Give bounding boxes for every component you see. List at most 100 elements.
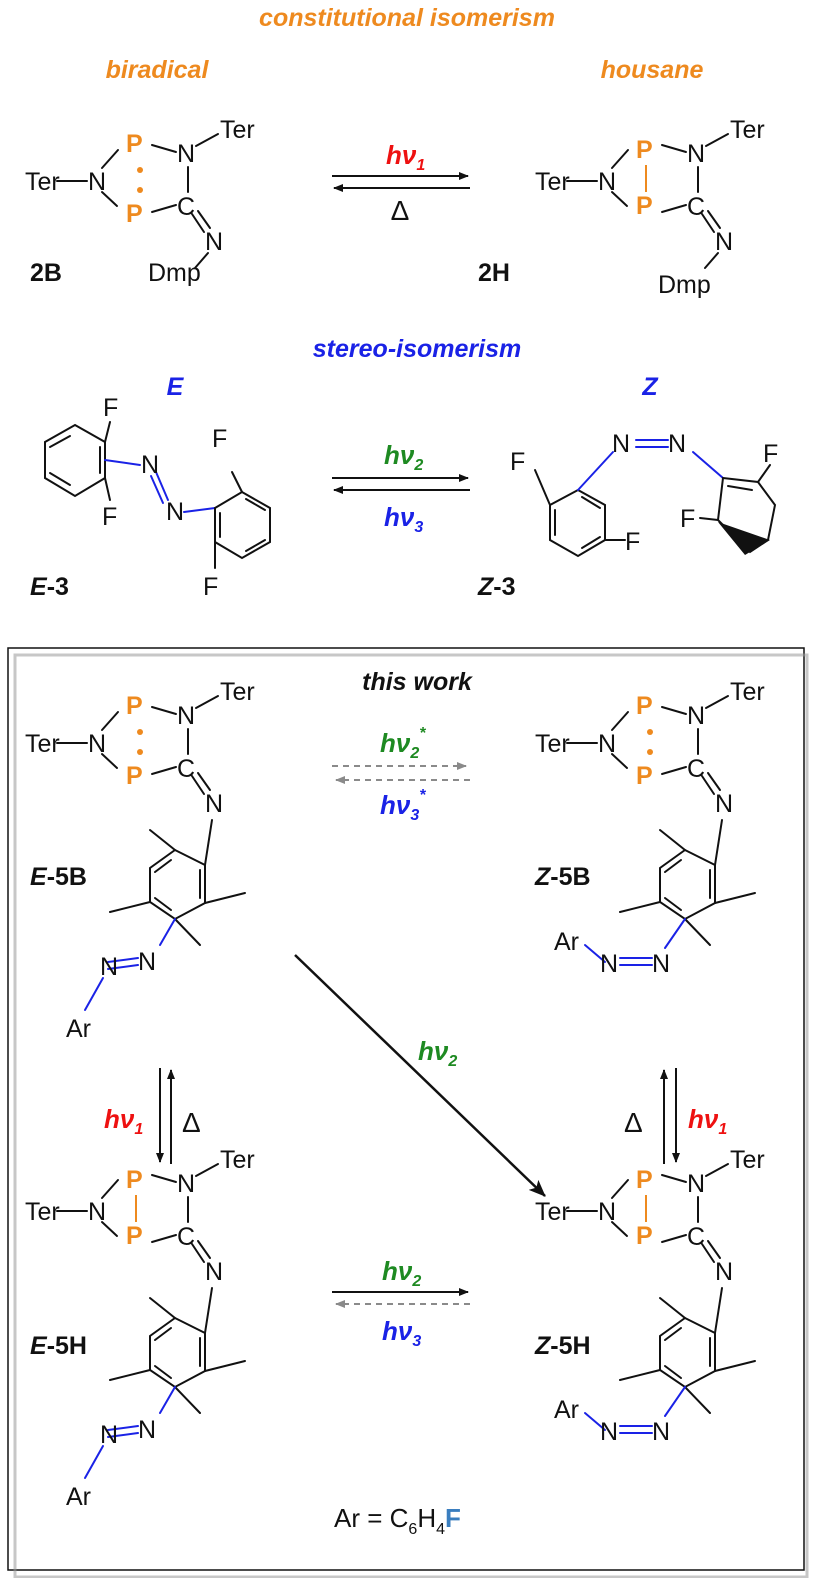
atom-label: F — [102, 503, 117, 531]
atom-label: P — [126, 762, 143, 790]
atom-label: Ter — [730, 1146, 765, 1174]
atom-label: N — [141, 451, 159, 479]
atom-label: N — [205, 1258, 223, 1286]
atom-label: N — [598, 1198, 616, 1226]
this-work-frame — [7, 647, 805, 1571]
condition-hv2: hν2 — [384, 440, 423, 474]
condition-hv1: hν1 — [386, 140, 425, 174]
condition-hv2: hν2 — [418, 1036, 457, 1070]
atom-label: P — [636, 192, 653, 220]
footnote-ar-definition: Ar = C6H4F — [334, 1503, 461, 1538]
atom-label: F — [103, 394, 118, 422]
atom-label: Dmp — [658, 271, 711, 299]
atom-label: Ar — [66, 1483, 91, 1511]
atom-label: C — [177, 1223, 195, 1251]
atom-label: C — [687, 1223, 705, 1251]
compound-label-2B: 2B — [30, 259, 62, 287]
atom-label: C — [177, 755, 195, 783]
atom-label: N — [138, 1416, 156, 1444]
atom-label: F — [203, 573, 218, 601]
condition-hv1: hν1 — [688, 1104, 727, 1138]
atom-label: N — [687, 1170, 705, 1198]
condition-delta: Δ — [391, 195, 410, 226]
atom-label: N — [138, 948, 156, 976]
compound-label-E-5B: E-5B — [30, 863, 87, 891]
heading-this-work: this work — [362, 668, 473, 696]
atom-label: P — [126, 1166, 143, 1194]
atom-label: N — [715, 1258, 733, 1286]
heading-constitutional: constitutional isomerism — [259, 4, 555, 32]
compound-label-2H: 2H — [478, 259, 510, 287]
molecule-2B: Ter N P P N C Ter N Dmp — [25, 116, 255, 287]
condition-delta: Δ — [624, 1107, 643, 1138]
equilibrium-5H: hν2 hν3 — [332, 1256, 470, 1350]
atom-label: N — [166, 498, 184, 526]
molecule-Z-5B: Ter N P P N C Ter N — [535, 678, 765, 818]
compound-label-E-3: E-3 — [30, 573, 69, 601]
atom-label: N — [598, 730, 616, 758]
condition-hv1: hν1 — [104, 1104, 143, 1138]
compound-label-E-5H: E-5H — [30, 1332, 87, 1360]
atom-label: N — [600, 1418, 618, 1446]
condition-hv2: hν2 — [382, 1256, 421, 1290]
arene-E-5H: N N Ar — [66, 1287, 246, 1511]
atom-label: C — [177, 193, 195, 221]
atom-label: N — [668, 430, 686, 458]
condition-hv3-star: hν3* — [380, 787, 426, 824]
atom-label: N — [687, 140, 705, 168]
atom-label: N — [652, 1418, 670, 1446]
atom-label: N — [100, 953, 118, 981]
molecule-E-3: F F N N F F — [44, 394, 271, 601]
atom-label: F — [212, 425, 227, 453]
atom-label: N — [205, 228, 223, 256]
atom-label: P — [636, 692, 653, 720]
compound-label-Z-5H: Z-5H — [534, 1332, 591, 1360]
atom-label: P — [126, 200, 143, 228]
atom-label: Ter — [220, 678, 255, 706]
atom-label: N — [612, 430, 630, 458]
atom-label: P — [636, 136, 653, 164]
arene-Z-5H: N N Ar — [554, 1287, 756, 1446]
atom-label: Ar — [66, 1015, 91, 1043]
heading-housane: housane — [601, 56, 704, 84]
molecule-2H: Ter N P P N C Ter N Dmp — [535, 116, 765, 299]
atom-label: C — [687, 755, 705, 783]
atom-label: N — [100, 1421, 118, 1449]
arene-E-5B: N N Ar — [66, 819, 246, 1043]
condition-hv2-star: hν2* — [380, 725, 426, 762]
atom-label: F — [680, 505, 695, 533]
atom-label: C — [687, 193, 705, 221]
atom-label: Ter — [535, 168, 570, 196]
atom-label: N — [88, 730, 106, 758]
atom-label: N — [687, 702, 705, 730]
diagonal-arrow-hv2: hν2 — [294, 954, 546, 1197]
molecule-Z-3: F N N F F F — [510, 430, 778, 558]
atom-label: N — [205, 790, 223, 818]
equilibrium-left-vertical: hν1 Δ — [104, 1068, 201, 1164]
atom-label: Ter — [535, 730, 570, 758]
atom-label: P — [636, 1166, 653, 1194]
atom-label: Ter — [730, 116, 765, 144]
equilibrium-arrows-3: hν2 hν3 — [332, 440, 470, 536]
atom-label: Ter — [220, 1146, 255, 1174]
atom-label: Ar — [554, 1396, 579, 1424]
arene-Z-5B: N N Ar — [554, 819, 756, 978]
equilibrium-5B: hν2* hν3* — [332, 725, 470, 824]
heading-biradical: biradical — [106, 56, 210, 84]
heading-Z: Z — [641, 373, 659, 401]
molecule-E-5B: Ter N P P N C Ter N — [25, 678, 255, 818]
atom-label: Ter — [535, 1198, 570, 1226]
atom-label: N — [88, 1198, 106, 1226]
atom-label: F — [763, 440, 778, 468]
equilibrium-arrows-2: hν1 Δ — [332, 140, 470, 226]
atom-label: F — [510, 448, 525, 476]
atom-label: P — [636, 762, 653, 790]
condition-delta: Δ — [182, 1107, 201, 1138]
condition-hv3: hν3 — [382, 1316, 421, 1350]
atom-label: N — [715, 790, 733, 818]
atom-label: Ter — [25, 730, 60, 758]
molecule-Z-5H: Ter N P P N C Ter N — [535, 1146, 765, 1286]
atom-label: Ter — [25, 1198, 60, 1226]
atom-label: Ter — [730, 678, 765, 706]
